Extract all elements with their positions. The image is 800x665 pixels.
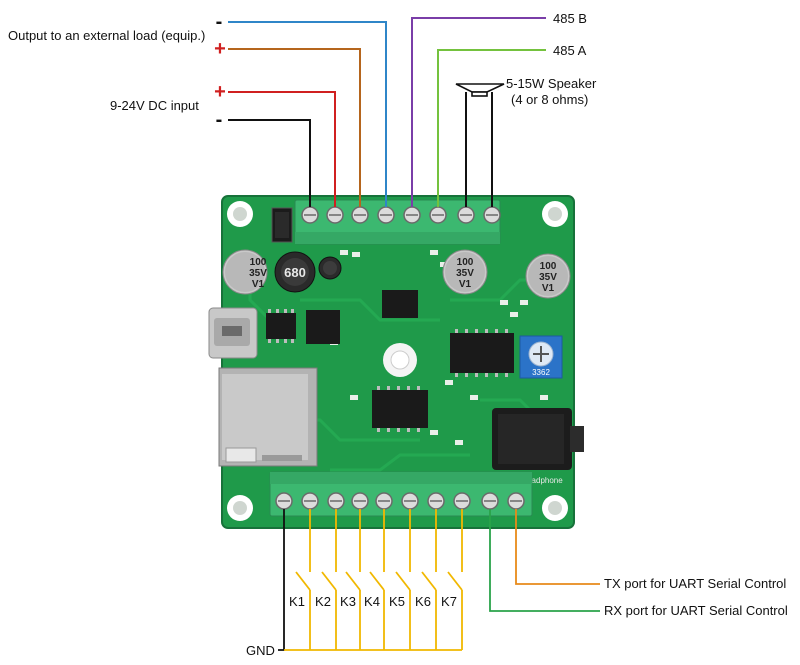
pcb-board: 100 35V V1 680 100 35V V1 100 35V V1 bbox=[208, 195, 584, 529]
top-labels: Output to an external load (equip.) 9-24… bbox=[8, 11, 597, 113]
svg-text:3362: 3362 bbox=[532, 368, 550, 377]
speaker-icon bbox=[455, 83, 505, 97]
top-terminal-block bbox=[294, 199, 501, 245]
wire-485-a bbox=[437, 49, 546, 207]
label-dc-input: 9-24V DC input bbox=[110, 98, 199, 113]
svg-text:35V: 35V bbox=[456, 268, 474, 279]
label-gnd: GND bbox=[246, 643, 275, 658]
label-k2: K2 bbox=[315, 594, 331, 609]
label-485-a: 485 A bbox=[553, 43, 587, 58]
capacitor-middle: 100 35V V1 bbox=[442, 249, 488, 295]
wire-load-positive bbox=[228, 48, 361, 207]
label-output-load: Output to an external load (equip.) bbox=[8, 28, 205, 43]
wire-dc-negative bbox=[228, 119, 311, 207]
bottom-labels: TX port for UART Serial Control RX port … bbox=[246, 576, 788, 658]
wire-load-negative bbox=[228, 21, 387, 207]
label-k7: K7 bbox=[441, 594, 457, 609]
polarity-markers: - + + - bbox=[214, 11, 226, 131]
svg-text:V1: V1 bbox=[542, 283, 555, 294]
svg-text:+: + bbox=[214, 81, 226, 103]
bottom-terminal-block bbox=[269, 471, 533, 517]
wire-rx bbox=[489, 509, 600, 612]
label-speaker-line1: 5-15W Speaker bbox=[506, 76, 597, 91]
svg-text:Headphone: Headphone bbox=[521, 476, 563, 485]
label-k4: K4 bbox=[364, 594, 380, 609]
svg-text:100: 100 bbox=[540, 261, 557, 272]
label-speaker-line2: (4 or 8 ohms) bbox=[511, 92, 588, 107]
svg-text:35V: 35V bbox=[249, 268, 267, 279]
mounting-holes bbox=[227, 201, 568, 521]
inductor: 680 bbox=[274, 251, 316, 293]
svg-text:-: - bbox=[216, 109, 223, 131]
label-k3: K3 bbox=[340, 594, 356, 609]
wire-tx bbox=[515, 509, 600, 585]
ic-chips bbox=[266, 290, 514, 432]
wire-485-b bbox=[411, 17, 546, 207]
label-k6: K6 bbox=[415, 594, 431, 609]
label-rx-port: RX port for UART Serial Control bbox=[604, 603, 788, 618]
svg-text:100: 100 bbox=[457, 257, 474, 268]
capacitor-left: 100 35V V1 bbox=[222, 249, 268, 295]
svg-text:+: + bbox=[214, 38, 226, 60]
wire-gnd bbox=[278, 509, 285, 651]
label-485-b: 485 B bbox=[553, 11, 587, 26]
svg-text:100: 100 bbox=[250, 257, 267, 268]
label-k1: K1 bbox=[289, 594, 305, 609]
bottom-wires bbox=[278, 509, 600, 651]
potentiometer: 3362 bbox=[519, 335, 563, 379]
usb-port bbox=[208, 307, 258, 359]
sd-card-slot bbox=[218, 367, 318, 467]
svg-text:35V: 35V bbox=[539, 272, 557, 283]
key-labels: K1 K2 K3 K4 K5 K6 K7 bbox=[289, 594, 457, 609]
top-wires bbox=[228, 17, 546, 207]
svg-text:680: 680 bbox=[284, 265, 306, 280]
svg-text:-: - bbox=[216, 11, 223, 33]
label-k5: K5 bbox=[389, 594, 405, 609]
capacitor-right: 100 35V V1 bbox=[525, 253, 571, 299]
svg-text:V1: V1 bbox=[252, 279, 265, 290]
wire-dc-positive bbox=[228, 91, 336, 207]
headphone-jack: Headphone bbox=[492, 408, 584, 485]
svg-text:V1: V1 bbox=[459, 279, 472, 290]
label-tx-port: TX port for UART Serial Control bbox=[604, 576, 786, 591]
